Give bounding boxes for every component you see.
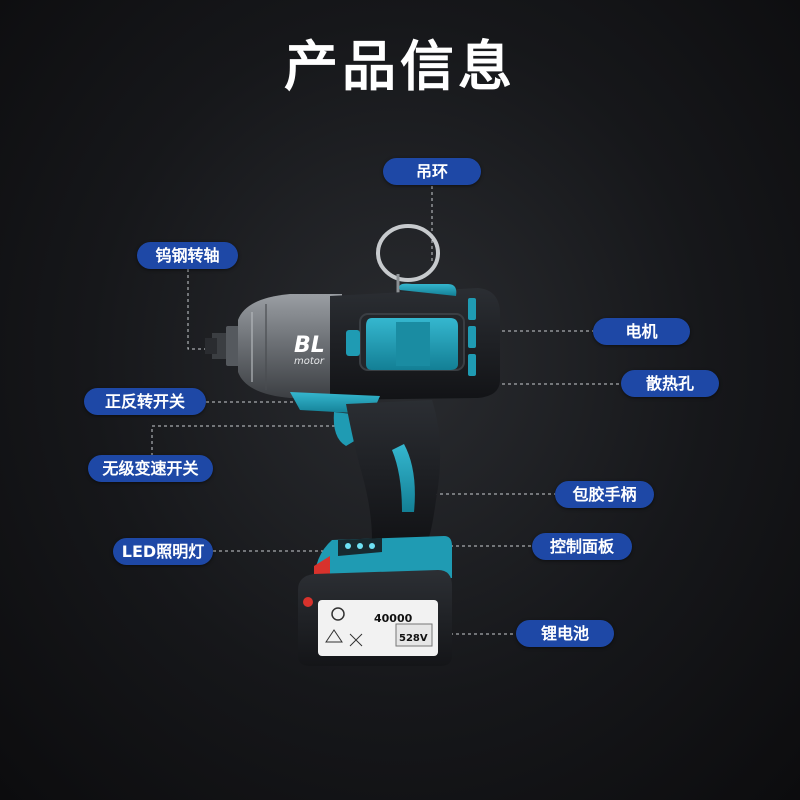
label-vents: 散热孔 bbox=[621, 370, 719, 397]
motor-brand-marking: BL bbox=[294, 333, 325, 358]
label-control-panel: 控制面板 bbox=[532, 533, 632, 560]
leader-trigger bbox=[151, 425, 352, 468]
page-title: 产品信息 bbox=[284, 35, 516, 98]
label-battery: 锂电池 bbox=[516, 620, 614, 647]
gear-housing bbox=[238, 294, 342, 398]
label-grip: 包胶手柄 bbox=[555, 481, 654, 508]
grip bbox=[346, 400, 441, 540]
motor-sub-marking: motor bbox=[294, 356, 325, 367]
leader-anvil bbox=[187, 269, 218, 350]
label-direction-switch: 正反转开关 bbox=[84, 388, 206, 415]
vents bbox=[468, 298, 476, 376]
label-anvil: 钨钢转轴 bbox=[137, 242, 238, 269]
label-motor: 电机 bbox=[593, 318, 690, 345]
label-trigger: 无级变速开关 bbox=[88, 455, 213, 482]
battery-voltage-marking: 528V bbox=[399, 633, 428, 644]
label-hanger-ring: 吊环 bbox=[383, 158, 481, 185]
battery-capacity-marking: 40000 bbox=[374, 612, 413, 625]
motor-body bbox=[330, 283, 500, 400]
label-led: LED照明灯 bbox=[113, 538, 213, 565]
anvil bbox=[205, 326, 242, 366]
battery-pack bbox=[298, 570, 452, 666]
